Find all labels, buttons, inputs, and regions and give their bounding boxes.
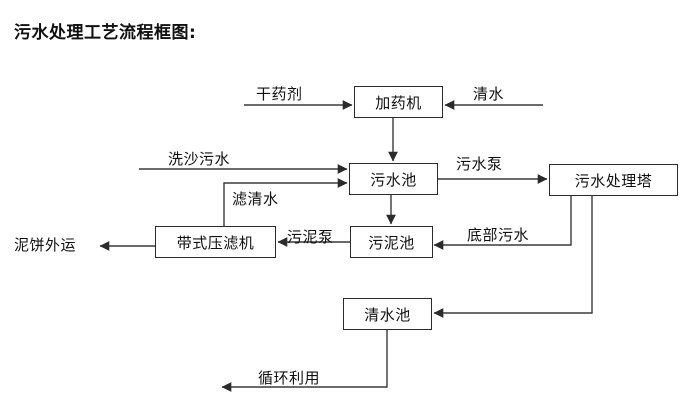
node-sewage-pool-label: 污水池 xyxy=(370,170,417,189)
node-sludge-pool[interactable]: 污泥池 xyxy=(350,226,433,258)
edge-label-recycle-use: 循环利用 xyxy=(258,369,321,387)
node-sewage-treatment-tower-label: 污水处理塔 xyxy=(574,171,653,190)
node-clean-water-pool-label: 清水池 xyxy=(364,305,411,324)
edge-label-bottom-sewage: 底部污水 xyxy=(467,226,530,244)
edge-clean-water-pool-to-recycle xyxy=(221,330,388,392)
node-belt-filter-press-label: 带式压滤机 xyxy=(176,233,255,252)
edge-treatment-tower-to-clean-water-pool xyxy=(433,196,593,318)
terminal-label-mud-cake-export: 泥饼外运 xyxy=(14,236,77,254)
edge-label-clean-water-in: 清水 xyxy=(473,85,505,103)
node-sewage-pool[interactable]: 污水池 xyxy=(349,163,438,195)
node-dosing-machine[interactable]: 加药机 xyxy=(354,86,443,118)
page-title: 污水处理工艺流程框图: xyxy=(14,23,197,43)
node-sludge-pool-label: 污泥池 xyxy=(368,233,415,252)
edge-label-sewage-pump: 污水泵 xyxy=(456,155,503,173)
edge-label-sludge-pump: 污泥泵 xyxy=(287,228,334,246)
edge-label-sand-washing-sewage: 洗沙污水 xyxy=(168,150,231,168)
edge-filtered-clear-water-to-sewage-pool xyxy=(223,178,348,226)
node-clean-water-pool[interactable]: 清水池 xyxy=(343,298,432,330)
node-dosing-machine-label: 加药机 xyxy=(375,93,422,112)
node-sewage-treatment-tower[interactable]: 污水处理塔 xyxy=(549,164,678,196)
edge-bottom-sewage-to-sludge-pool xyxy=(433,196,572,250)
edge-label-dry-chemical: 干药剂 xyxy=(256,85,303,103)
node-belt-filter-press[interactable]: 带式压滤机 xyxy=(155,226,276,258)
edge-label-filtered-clear-water: 滤清水 xyxy=(232,190,279,208)
